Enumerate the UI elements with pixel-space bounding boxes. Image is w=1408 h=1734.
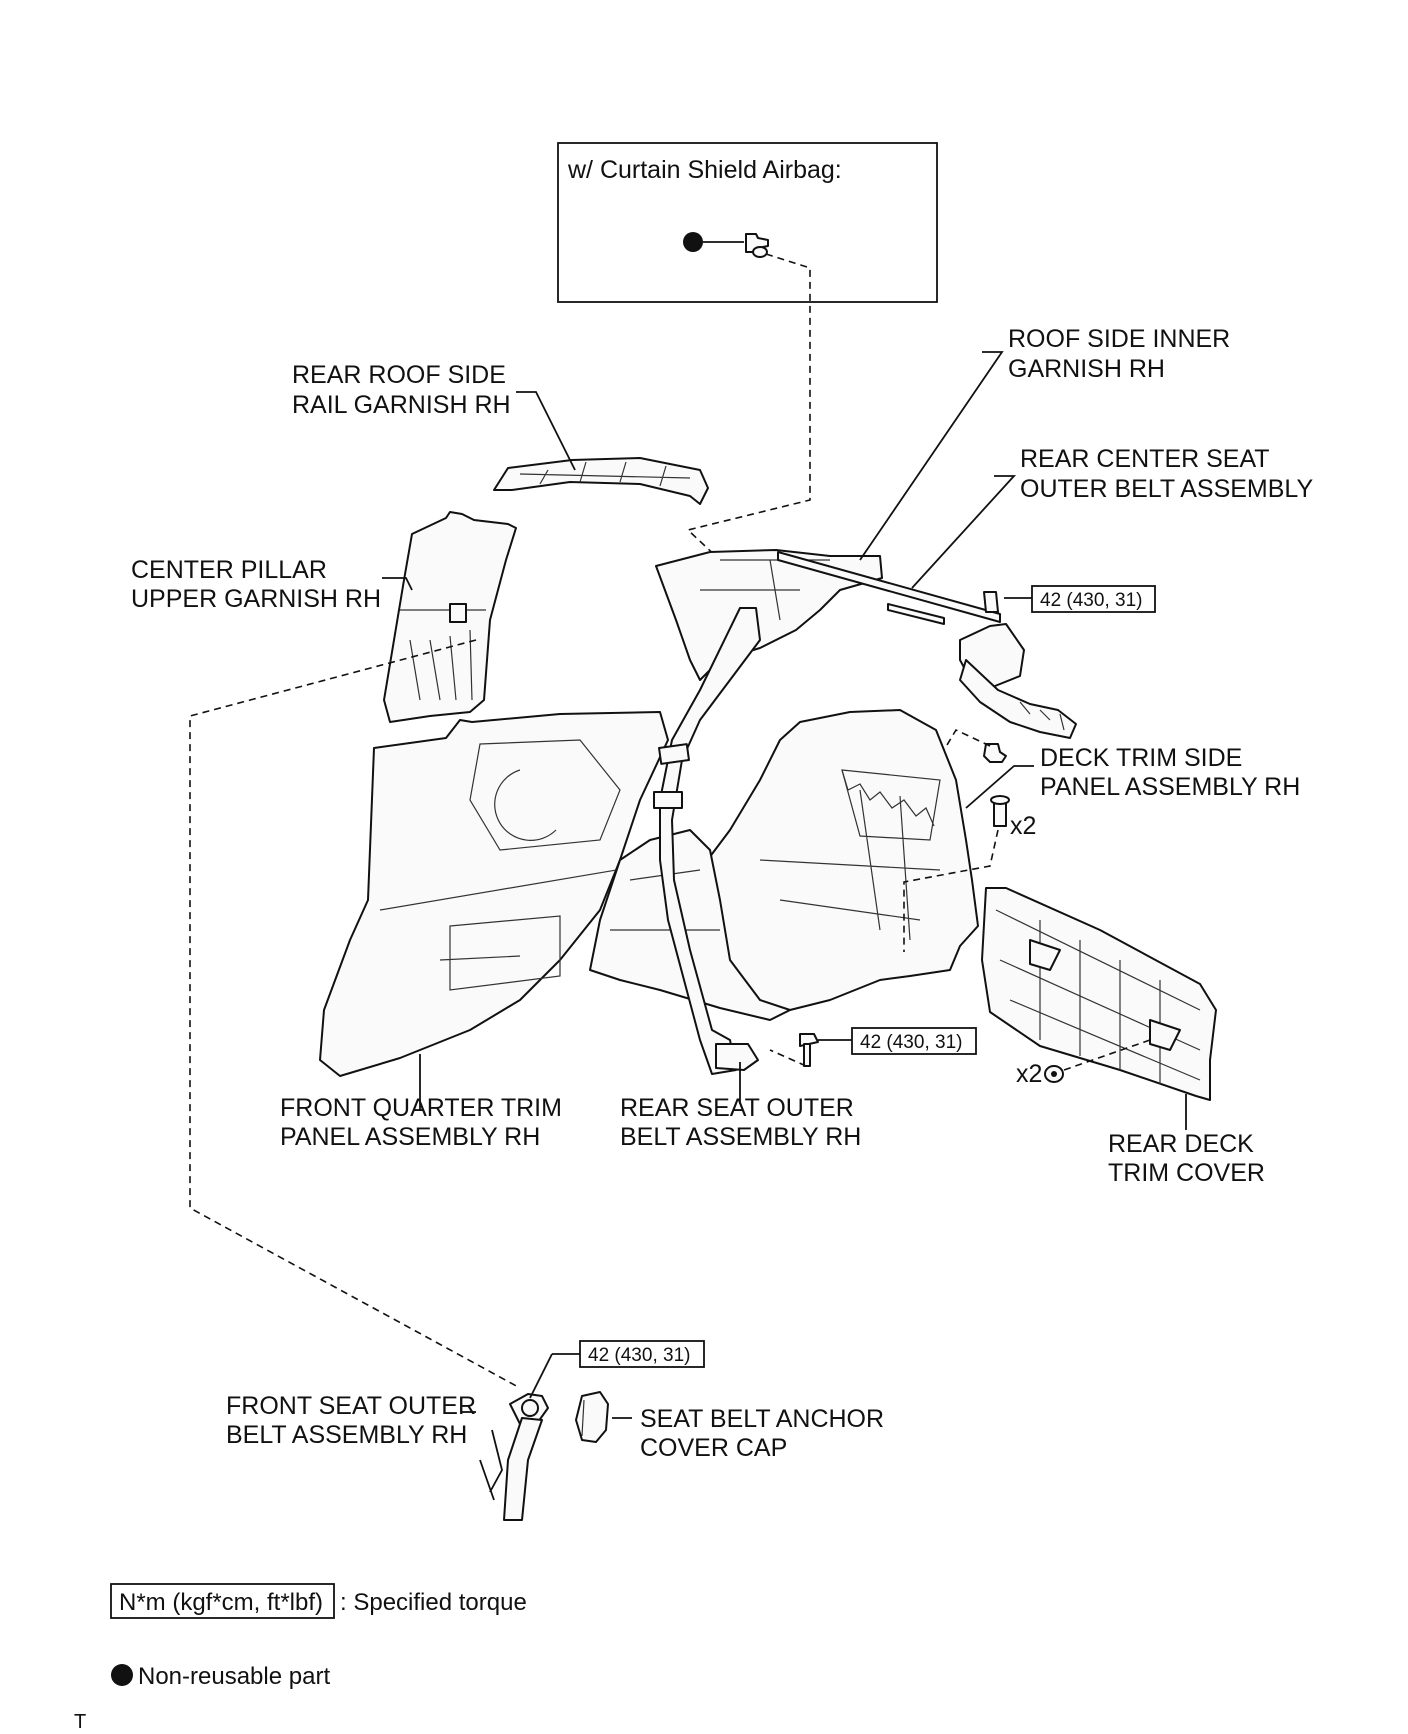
rear-roof-side-rail-garnish-part [493,457,709,505]
roof-side-inner-leader [859,351,1004,561]
rear-deck-trim-cover-part [981,887,1217,1101]
inset-title: w/ Curtain Shield Airbag: [567,156,842,184]
label-rear-deck-trim-2: TRIM COVER [1108,1159,1265,1187]
rear-seat-outer-belt-part [653,607,761,1075]
label-rear-center-belt-1: REAR CENTER SEAT [1020,445,1270,473]
torque-value-rear-seat: 42 (430, 31) [860,1032,962,1053]
center-pillar-leader [382,577,413,591]
qty-deck-side-clip: x2 [1010,812,1036,840]
label-deck-trim-side-1: DECK TRIM SIDE [1040,744,1242,772]
label-center-pillar-1: CENTER PILLAR [131,556,327,584]
label-rear-seat-belt-1: REAR SEAT OUTER [620,1094,854,1122]
label-deck-trim-side-2: PANEL ASSEMBLY RH [1040,773,1300,801]
clip-icon [745,233,769,258]
label-roof-side-inner-1: ROOF SIDE INNER [1008,325,1230,353]
legend-torque-box [110,1583,335,1619]
label-rear-roof-rail-1: REAR ROOF SIDE [292,361,506,389]
legend-torque-unit: N*m (kgf*cm, ft*lbf) [119,1589,323,1616]
rear-seat-belt-bolt-icon [799,1033,819,1067]
label-rear-seat-belt-2: BELT ASSEMBLY RH [620,1123,861,1151]
deck-side-clip-upper-icon [983,743,1007,763]
torque-value-rear-center: 42 (430, 31) [1040,590,1142,611]
footer-mark: T [74,1711,86,1733]
curtain-shield-airbag-inset: w/ Curtain Shield Airbag: [557,142,938,303]
torque-box-front-seat: 42 (430, 31) [579,1340,705,1368]
label-front-quarter-1: FRONT QUARTER TRIM [280,1094,562,1122]
label-cover-cap-1: SEAT BELT ANCHOR [640,1405,884,1433]
label-front-quarter-2: PANEL ASSEMBLY RH [280,1123,540,1151]
inset-frame [557,142,938,303]
deck-trim-side-leader [965,765,1034,809]
front-quarter-trim-panel-part [319,711,669,1077]
label-rear-deck-trim-1: REAR DECK [1108,1130,1254,1158]
torque-box-rear-center: 42 (430, 31) [1031,585,1156,613]
label-cover-cap-2: COVER CAP [640,1434,787,1462]
qty-rear-deck-clip: x2 [1016,1060,1042,1088]
torque-leader-front-seat-1 [529,1353,553,1399]
front-belt-dashed-leader [189,639,521,1389]
rear-roof-rail-leader [516,391,576,471]
label-rear-center-belt-2: OUTER BELT ASSEMBLY [1020,475,1313,503]
label-center-pillar-2: UPPER GARNISH RH [131,585,381,613]
label-front-seat-belt-2: BELT ASSEMBLY RH [226,1421,467,1449]
torque-box-rear-seat: 42 (430, 31) [851,1027,977,1055]
seat-belt-anchor-cover-cap-part [575,1391,609,1443]
label-front-seat-belt-1: FRONT SEAT OUTER [226,1392,476,1420]
non-reusable-marker-icon [683,232,703,252]
deck-trim-side-panel-part [699,709,979,1013]
rear-center-belt-leader [911,475,1017,589]
legend: N*m (kgf*cm, ft*lbf) : Specified torque … [110,1583,527,1690]
deck-clip-dashed-1 [943,728,991,751]
rear-deck-clip-dashed [1063,1039,1151,1071]
legend-nonreusable-icon [111,1664,133,1686]
rear-center-seat-belt-part [777,551,1077,739]
label-roof-side-inner-2: GARNISH RH [1008,355,1165,383]
rear-seat-bolt-dashed [769,1049,807,1067]
deck-side-clip-lower-icon [990,795,1010,827]
rear-deck-clip-icon [1044,1065,1064,1083]
inset-dashed-leader [686,253,811,561]
legend-torque-desc: : Specified torque [340,1589,527,1616]
front-seat-outer-belt-part [479,1393,549,1521]
deck-clip-dashed-2 [903,829,999,952]
center-pillar-upper-garnish-part [383,511,517,723]
legend-nonreusable-text: Non-reusable part [138,1663,330,1690]
torque-value-front-seat: 42 (430, 31) [588,1345,690,1366]
label-rear-roof-rail-2: RAIL GARNISH RH [292,391,511,419]
roof-side-inner-garnish-part [655,549,883,681]
